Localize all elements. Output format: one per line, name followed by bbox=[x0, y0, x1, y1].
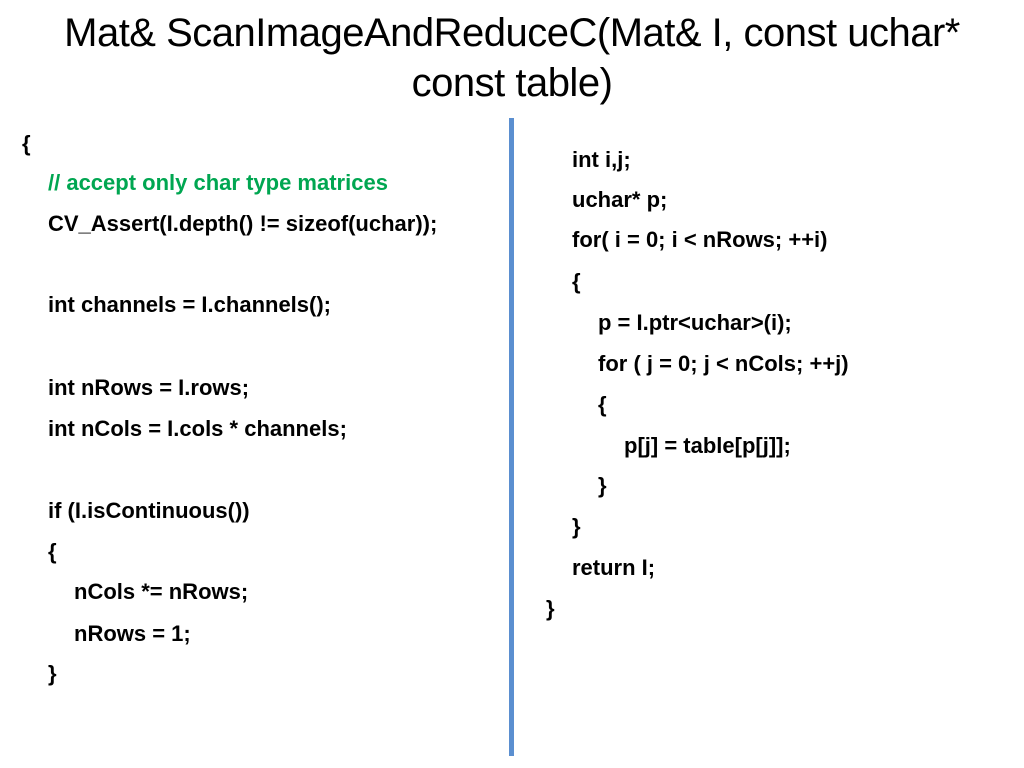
code-line: nRows = 1; bbox=[74, 621, 191, 646]
code-line: for ( j = 0; j < nCols; ++j) bbox=[598, 351, 849, 376]
code-line: int nCols = I.cols * channels; bbox=[48, 416, 347, 441]
code-line: if (I.isContinuous()) bbox=[48, 498, 250, 523]
code-comment: // accept only char type matrices bbox=[48, 170, 388, 195]
code-line: int i,j; bbox=[572, 147, 631, 172]
column-divider bbox=[509, 118, 514, 756]
code-line: } bbox=[598, 473, 607, 498]
code-line: uchar* p; bbox=[572, 187, 668, 212]
code-line: } bbox=[572, 514, 581, 539]
code-line: p = I.ptr<uchar>(i); bbox=[598, 310, 792, 335]
code-line: { bbox=[48, 539, 57, 564]
code-line: } bbox=[546, 596, 555, 621]
code-line: nCols *= nRows; bbox=[74, 579, 249, 604]
code-line: CV_Assert(I.depth() != sizeof(uchar)); bbox=[48, 211, 438, 236]
code-line: for( i = 0; i < nRows; ++i) bbox=[572, 227, 828, 252]
code-line: { bbox=[22, 131, 31, 156]
slide-title: Mat& ScanImageAndReduceC(Mat& I, const u… bbox=[64, 11, 960, 105]
code-line: p[j] = table[p[j]]; bbox=[624, 433, 791, 458]
code-line: } bbox=[48, 661, 57, 686]
code-line: int channels = I.channels(); bbox=[48, 292, 332, 317]
code-line: { bbox=[598, 392, 607, 417]
code-line: return I; bbox=[572, 555, 656, 580]
code-line: { bbox=[572, 269, 581, 294]
code-line: int nRows = I.rows; bbox=[48, 375, 250, 400]
